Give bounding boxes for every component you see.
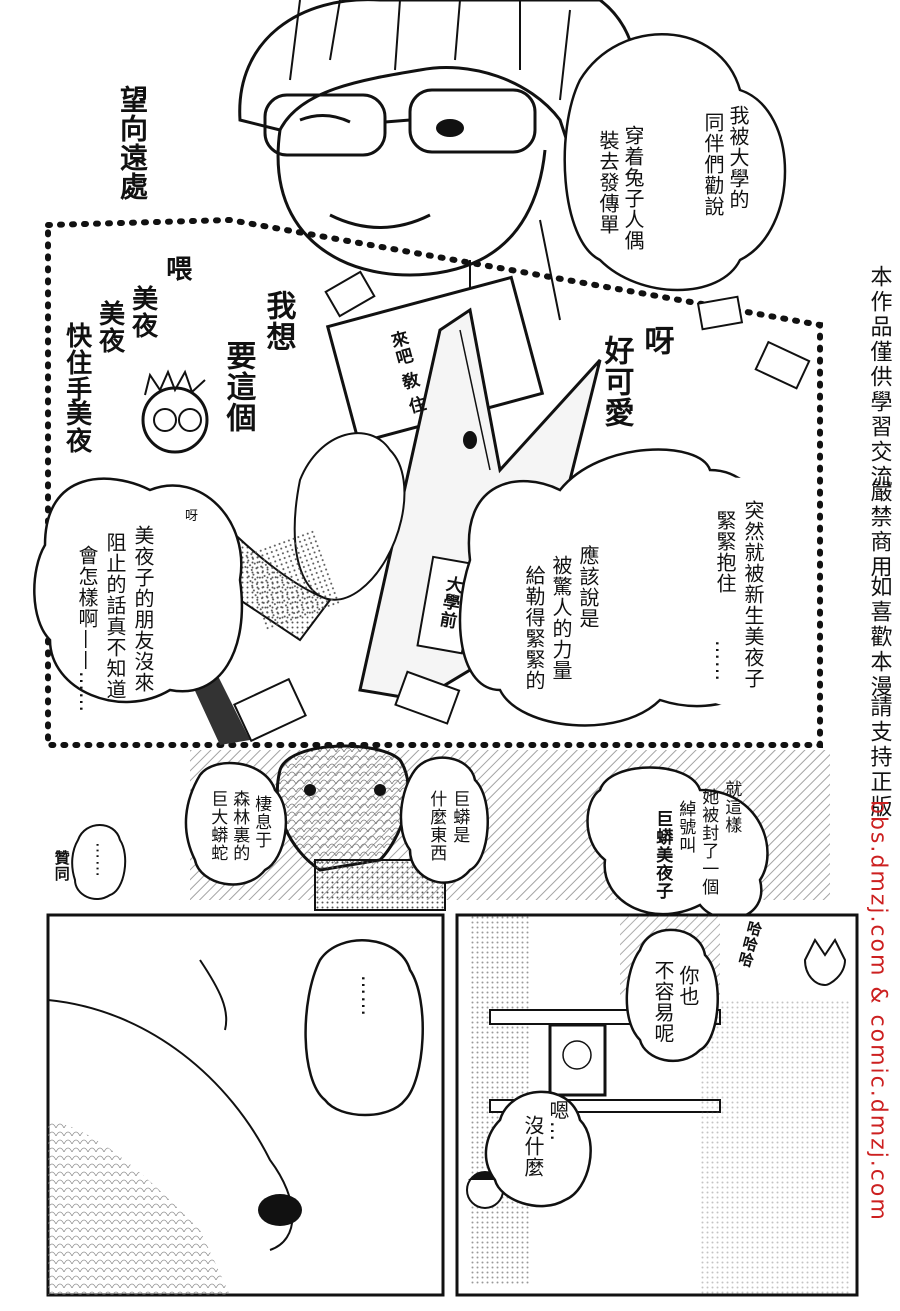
p2-left-text-2: 阻止的話真不知道: [103, 532, 127, 700]
notice-text-1: 本作品僅供學習交流: [866, 265, 892, 490]
bubble-panel3-what: [399, 756, 489, 884]
panel-5-altar-scene: [466, 915, 850, 1295]
source-url: bbs.dmzj.com & comic.dmzj.com: [865, 800, 891, 1222]
p3-right-text-3: 綽號叫: [675, 800, 696, 854]
p3-what-text-2: 什麼東西: [426, 790, 447, 862]
p1-bubble-text-3: 穿着兔子人偶: [621, 125, 645, 251]
bubble-panel4-dots: [304, 939, 424, 1117]
shout-miya-1: 美夜: [127, 285, 158, 339]
cute-text-1: 呀: [638, 325, 674, 356]
cute-text-2: 好可愛: [598, 335, 634, 428]
p2-right-text-3: ……: [711, 640, 735, 682]
notice-text-2: 嚴禁商用: [866, 480, 892, 580]
bubble-panel5-bottom: [484, 1090, 592, 1208]
shout-miya-3: 美夜: [61, 400, 92, 454]
p3-dots-text: ……: [91, 842, 112, 878]
bubble-panel3-answer: [184, 761, 288, 886]
p3-answer-text-3: 巨大蟒蛇: [207, 790, 228, 862]
p2-mid-text-1: 應該說是: [576, 545, 600, 629]
sfx-gasp: 呀: [185, 509, 199, 524]
bubble-panel5-top: [625, 928, 719, 1063]
p2-left-text-3: 會怎樣啊——……: [75, 545, 99, 713]
p2-right-text-2: 緊緊抱住: [713, 510, 737, 594]
p3-right-text-1: 就這樣: [721, 780, 742, 834]
shout-miya-2: 美夜: [94, 300, 125, 354]
p3-answer-text-1: 棲息于: [251, 795, 272, 849]
p3-right-text-2: 她被封了一個: [698, 788, 719, 896]
p2-left-text-1: 美夜子的朋友沒來: [131, 525, 155, 693]
p1-bubble-text-2: 同伴們勸說: [701, 112, 725, 217]
p5-bottom-text-1: 嗯…: [546, 1100, 570, 1142]
p5-top-text-2: 不容易呢: [651, 960, 675, 1044]
p1-bubble-text-4: 裝去發傳單: [596, 130, 620, 235]
p4-dots-text: ……: [357, 975, 381, 1017]
signature-text: 望向遠處: [116, 85, 149, 201]
want-text-1: 我想: [260, 290, 296, 352]
shout-stop: 快住手: [61, 322, 92, 403]
panel-4-white-dog-face: [47, 959, 302, 1295]
fox-chibi: [803, 938, 847, 987]
p5-bottom-text-2: 沒什麼: [521, 1115, 545, 1178]
notice-text-4: 請支持正版: [866, 695, 892, 820]
want-text-2: 要這個: [220, 340, 256, 433]
p3-what-text-1: 巨蟒是: [449, 790, 470, 844]
p2-mid-text-3: 給勒得緊緊的: [522, 565, 546, 691]
p3-answer-text-2: 森林裏的: [229, 790, 250, 862]
notice-text-3: 如喜歡本漫: [866, 575, 892, 700]
bubble-panel2-left: [33, 477, 244, 704]
p5-top-text-1: 你也: [676, 965, 700, 1007]
bubble-panel3-dots: [71, 824, 127, 900]
p3-right-text-4: 巨蟒美夜子: [652, 810, 673, 900]
shout-hey: 喂: [161, 255, 192, 282]
p2-right-text-1: 突然就被新生美夜子: [741, 500, 765, 689]
p2-mid-text-2: 被驚人的力量: [549, 555, 573, 681]
p1-bubble-text-1: 我被大學的: [726, 105, 750, 210]
agree-text: 贊同: [52, 850, 71, 882]
